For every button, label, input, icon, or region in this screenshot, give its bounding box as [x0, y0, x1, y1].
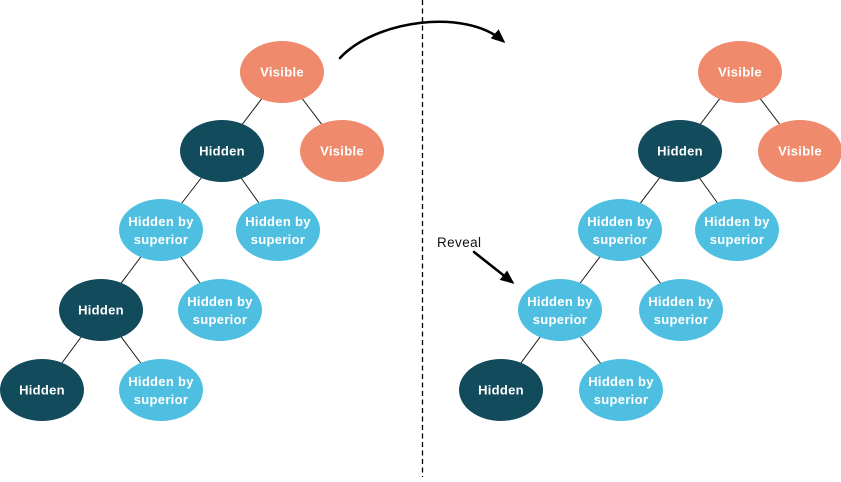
node-label: Hidden by [587, 214, 653, 229]
node-ellipse [0, 359, 84, 421]
node-ellipse [758, 120, 841, 182]
node-ellipse [236, 199, 320, 261]
node-ellipse [698, 41, 782, 103]
tree-node-hidden_by_superior: Hidden by superior [119, 359, 203, 421]
node-label: superior [533, 312, 587, 327]
node-ellipse [639, 279, 723, 341]
node-ellipse [119, 199, 203, 261]
node-label: superior [134, 392, 188, 407]
node-label: superior [594, 392, 648, 407]
node-label: Hidden [478, 383, 524, 398]
reveal-annotation: Reveal [437, 235, 515, 284]
node-label: Hidden [199, 144, 245, 159]
node-ellipse [119, 359, 203, 421]
tree-node-visible: Visible [240, 41, 324, 103]
reveal-arrow-icon [472, 250, 515, 284]
tree-node-hidden_by_superior: Hidden by superior [119, 199, 203, 261]
node-ellipse [180, 120, 264, 182]
node-ellipse [578, 199, 662, 261]
node-label: Hidden by [704, 214, 770, 229]
node-label: superior [654, 312, 708, 327]
node-label: Visible [260, 65, 304, 80]
node-ellipse [518, 279, 602, 341]
node-label: Hidden by [527, 294, 593, 309]
tree-node-hidden: Hidden [0, 359, 84, 421]
tree-node-hidden: Hidden [59, 279, 143, 341]
tree-node-visible: Visible [300, 120, 384, 182]
node-ellipse [638, 120, 722, 182]
node-label: Hidden [78, 303, 124, 318]
tree-node-hidden_by_superior: Hidden by superior [236, 199, 320, 261]
node-label: Hidden by [187, 294, 253, 309]
tree-node-visible: Visible [758, 120, 841, 182]
node-label: superior [193, 312, 247, 327]
node-label: Hidden by [128, 214, 194, 229]
node-label: Hidden [657, 144, 703, 159]
tree-node-hidden_by_superior: Hidden by superior [518, 279, 602, 341]
node-label: Visible [320, 144, 364, 159]
transition-arrow-icon [338, 20, 506, 60]
tree-node-hidden_by_superior: Hidden by superior [639, 279, 723, 341]
tree-node-visible: Visible [698, 41, 782, 103]
node-label: Hidden by [648, 294, 714, 309]
reveal-label: Reveal [437, 235, 481, 250]
tree-node-hidden: Hidden [459, 359, 543, 421]
node-label: Hidden by [128, 374, 194, 389]
node-ellipse [59, 279, 143, 341]
node-label: Hidden by [245, 214, 311, 229]
node-ellipse [240, 41, 324, 103]
node-ellipse [695, 199, 779, 261]
node-label: superior [593, 232, 647, 247]
tree-node-hidden_by_superior: Hidden by superior [579, 359, 663, 421]
node-ellipse [579, 359, 663, 421]
node-ellipse [300, 120, 384, 182]
node-label: Visible [778, 144, 822, 159]
node-label: superior [251, 232, 305, 247]
tree-node-hidden_by_superior: Hidden by superior [695, 199, 779, 261]
node-label: superior [134, 232, 188, 247]
tree-node-hidden_by_superior: Hidden by superior [178, 279, 262, 341]
node-label: Visible [718, 65, 762, 80]
node-ellipse [459, 359, 543, 421]
tree-node-hidden: Hidden [638, 120, 722, 182]
node-ellipse [178, 279, 262, 341]
node-label: Hidden by [588, 374, 654, 389]
node-label: superior [710, 232, 764, 247]
tree-node-hidden: Hidden [180, 120, 264, 182]
tree-node-hidden_by_superior: Hidden by superior [578, 199, 662, 261]
node-label: Hidden [19, 383, 65, 398]
